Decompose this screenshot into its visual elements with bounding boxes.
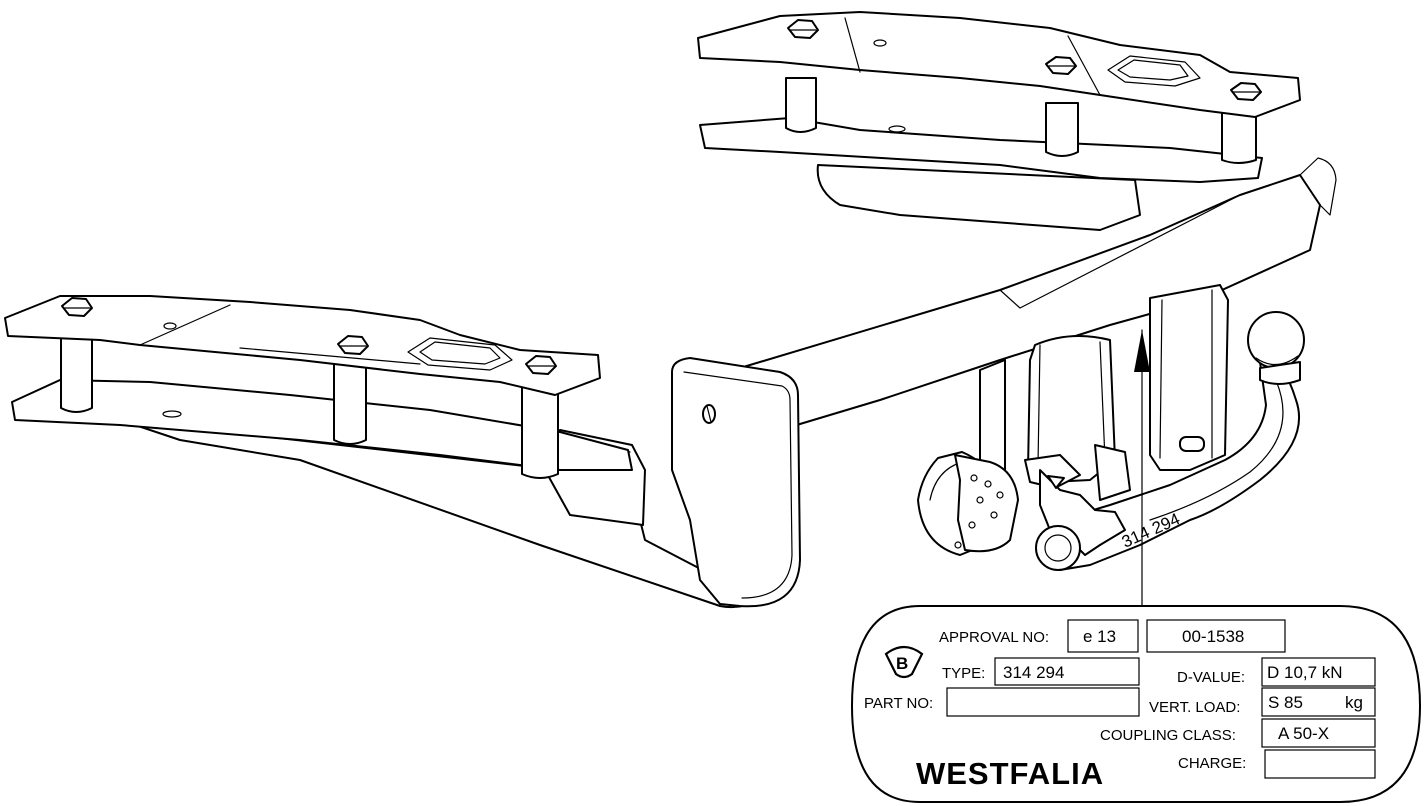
approval-no-part1: e 13 bbox=[1083, 627, 1116, 646]
coupling-class-label: COUPLING CLASS: bbox=[1100, 727, 1236, 744]
left-mounting-bracket bbox=[4, 295, 761, 609]
brand-logo: WESTFALIA bbox=[916, 756, 1104, 791]
d-value-label: D-VALUE: bbox=[1177, 669, 1245, 686]
type-plate: B APPROVAL NO: e 13 00-1538 TYPE: 314 29… bbox=[851, 605, 1421, 803]
approval-no-label: APPROVAL NO: bbox=[939, 629, 1049, 646]
receiver-housing bbox=[979, 284, 1229, 501]
coupling-class-value: A 50-X bbox=[1278, 724, 1329, 743]
approval-badge: B bbox=[884, 645, 924, 679]
badge-letter: B bbox=[896, 654, 908, 673]
vert-load-unit: kg bbox=[1345, 693, 1363, 712]
coupling-ball bbox=[1247, 311, 1305, 369]
d-value: D 10,7 kN bbox=[1267, 663, 1343, 682]
side-plate bbox=[671, 357, 801, 608]
direction-arrow bbox=[1134, 329, 1150, 607]
part-no-label: PART NO: bbox=[864, 695, 933, 712]
cross-beam bbox=[739, 157, 1337, 431]
vert-load-value: S 85 bbox=[1268, 693, 1303, 712]
right-mounting-bracket bbox=[697, 11, 1301, 231]
vert-load-label: VERT. LOAD: bbox=[1149, 699, 1240, 716]
type-label: TYPE: bbox=[942, 665, 985, 682]
approval-no-part2: 00-1538 bbox=[1182, 627, 1244, 646]
type-value: 314 294 bbox=[1003, 663, 1064, 682]
socket-bracket bbox=[917, 451, 1019, 556]
charge-label: CHARGE: bbox=[1178, 755, 1246, 772]
coupling-ball-arm bbox=[1035, 311, 1305, 571]
